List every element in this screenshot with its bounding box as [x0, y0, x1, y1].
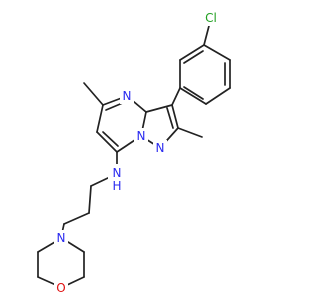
- chlorine-atom: Cl: [200, 10, 222, 26]
- bond: [96, 104, 104, 133]
- morpholine-n-atom: N: [54, 230, 68, 246]
- bond: [183, 50, 204, 64]
- bond: [63, 212, 90, 225]
- bond: [166, 107, 174, 129]
- pyrimidine-n-atom: N: [120, 88, 134, 104]
- bond: [83, 82, 104, 106]
- bond: [171, 104, 179, 129]
- bond: [203, 44, 231, 61]
- atoms: Cl N N N N H N O: [54, 10, 222, 296]
- bond: [88, 185, 92, 214]
- bond: [102, 131, 119, 147]
- bond: [171, 87, 181, 106]
- structure-svg: Cl N N N N H N O: [37, 10, 231, 296]
- bond: [183, 86, 204, 100]
- bond: [205, 87, 231, 105]
- bond: [145, 104, 173, 113]
- bond: [66, 276, 85, 286]
- pyrazole-n-bridge-label: N: [137, 129, 146, 143]
- bond: [67, 241, 85, 253]
- molecule-diagram: Cl N N N N H N O: [37, 10, 231, 296]
- amine-h-label: H: [112, 179, 121, 193]
- pyrimidine-n-label: N: [123, 89, 132, 103]
- morpholine-n-label: N: [57, 231, 66, 245]
- bond: [37, 241, 56, 253]
- amine-n-label: N: [113, 166, 122, 180]
- amine-nh-atom: N H: [108, 164, 124, 194]
- pyrazole-n-bridge-atom: N: [134, 128, 148, 144]
- bond: [179, 87, 207, 105]
- bond: [177, 127, 203, 138]
- pyrazole-n2-label: N: [156, 141, 165, 155]
- chlorine-label: Cl: [205, 11, 217, 25]
- bond: [179, 44, 205, 61]
- pyrazole-n2-atom: N: [153, 140, 167, 156]
- morpholine-o-label: O: [56, 281, 65, 295]
- morpholine-o-atom: O: [54, 280, 68, 296]
- bond: [96, 131, 118, 153]
- bond: [90, 176, 111, 187]
- bond: [37, 276, 57, 286]
